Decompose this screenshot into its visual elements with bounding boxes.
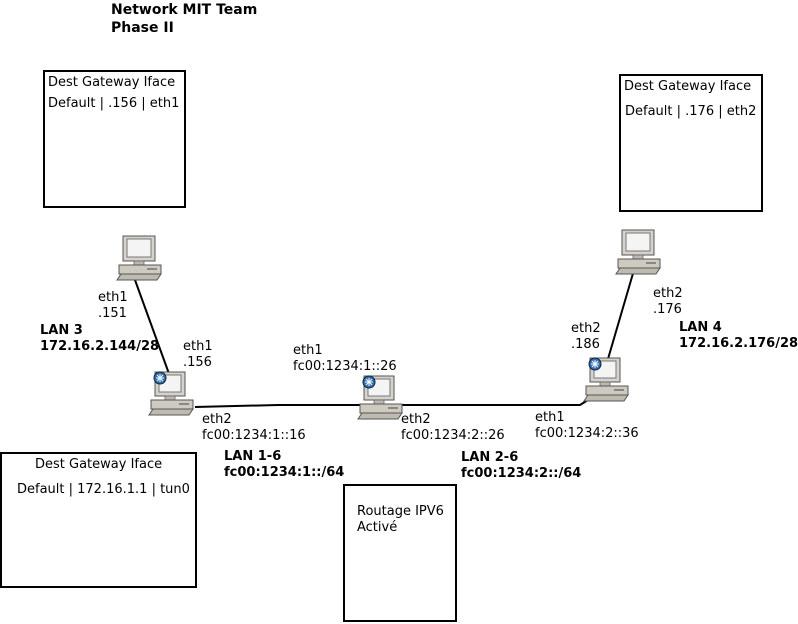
host-left-computer-icon[interactable] — [116, 235, 162, 281]
diagram-title-line1: Network MIT Team — [111, 2, 258, 18]
routing-table-row: Default | .156 | eth1 — [48, 96, 180, 111]
lan16-subnet: fc00:1234:1::/64 — [224, 465, 345, 480]
host-left-iface: eth1 — [98, 290, 128, 305]
router3-eth1-iface: eth1 — [535, 410, 565, 425]
router3-eth2-addr: .186 — [571, 337, 600, 352]
router2-eth2-addr: fc00:1234:2::26 — [401, 428, 505, 443]
ipv6-routing-line1: Routage IPV6 — [357, 504, 444, 519]
routing-table-row: Default | 172.16.1.1 | tun0 — [17, 482, 190, 497]
ipv6-routing-note: Routage IPV6 Activé — [343, 484, 457, 622]
router-1-icon[interactable] — [148, 371, 194, 416]
router1-eth1-addr: .156 — [183, 355, 212, 370]
host-left-addr: .151 — [98, 306, 127, 321]
router3-eth1-addr: fc00:1234:2::36 — [535, 426, 639, 441]
routing-table-bottom-left: Dest Gateway Iface Default | 172.16.1.1 … — [0, 452, 197, 588]
host-right-addr: .176 — [653, 302, 682, 317]
routing-table-top-right: Dest Gateway Iface Default | .176 | eth2 — [619, 74, 763, 212]
link-r2-r3 — [397, 399, 589, 406]
link-host-left-r1 — [134, 279, 173, 383]
lan4-subnet: 172.16.2.176/28 — [679, 336, 798, 351]
diagram-title-line2: Phase II — [111, 20, 174, 36]
router1-eth1-iface: eth1 — [183, 339, 213, 354]
lan26-subnet: fc00:1234:2::/64 — [461, 466, 582, 481]
lan3-subnet: 172.16.2.144/28 — [40, 339, 160, 354]
router-3-icon[interactable] — [583, 357, 629, 402]
lan16-name: LAN 1-6 — [224, 449, 282, 464]
routing-table-header: Dest Gateway Iface — [48, 75, 176, 90]
host-right-iface: eth2 — [653, 286, 683, 301]
lan3-name: LAN 3 — [40, 323, 83, 338]
routing-table-header: Dest Gateway Iface — [624, 79, 752, 94]
routing-table-header: Dest Gateway Iface — [35, 457, 163, 472]
lan4-name: LAN 4 — [679, 320, 722, 335]
router3-eth2-iface: eth2 — [571, 321, 601, 336]
router-2-icon[interactable] — [357, 375, 403, 420]
host-right-computer-icon[interactable] — [615, 229, 661, 275]
router2-eth2-iface: eth2 — [401, 412, 431, 427]
router2-eth1-iface: eth1 — [293, 343, 323, 358]
routing-table-top-left: Dest Gateway Iface Default | .156 | eth1 — [43, 70, 186, 208]
router2-eth1-addr: fc00:1234:1::26 — [293, 359, 397, 374]
link-r1-r2 — [194, 404, 362, 408]
lan26-name: LAN 2-6 — [461, 450, 519, 465]
router1-eth2-addr: fc00:1234:1::16 — [202, 428, 306, 443]
router1-eth2-iface: eth2 — [202, 412, 232, 427]
ipv6-routing-line2: Activé — [357, 520, 398, 535]
routing-table-row: Default | .176 | eth2 — [625, 104, 757, 119]
